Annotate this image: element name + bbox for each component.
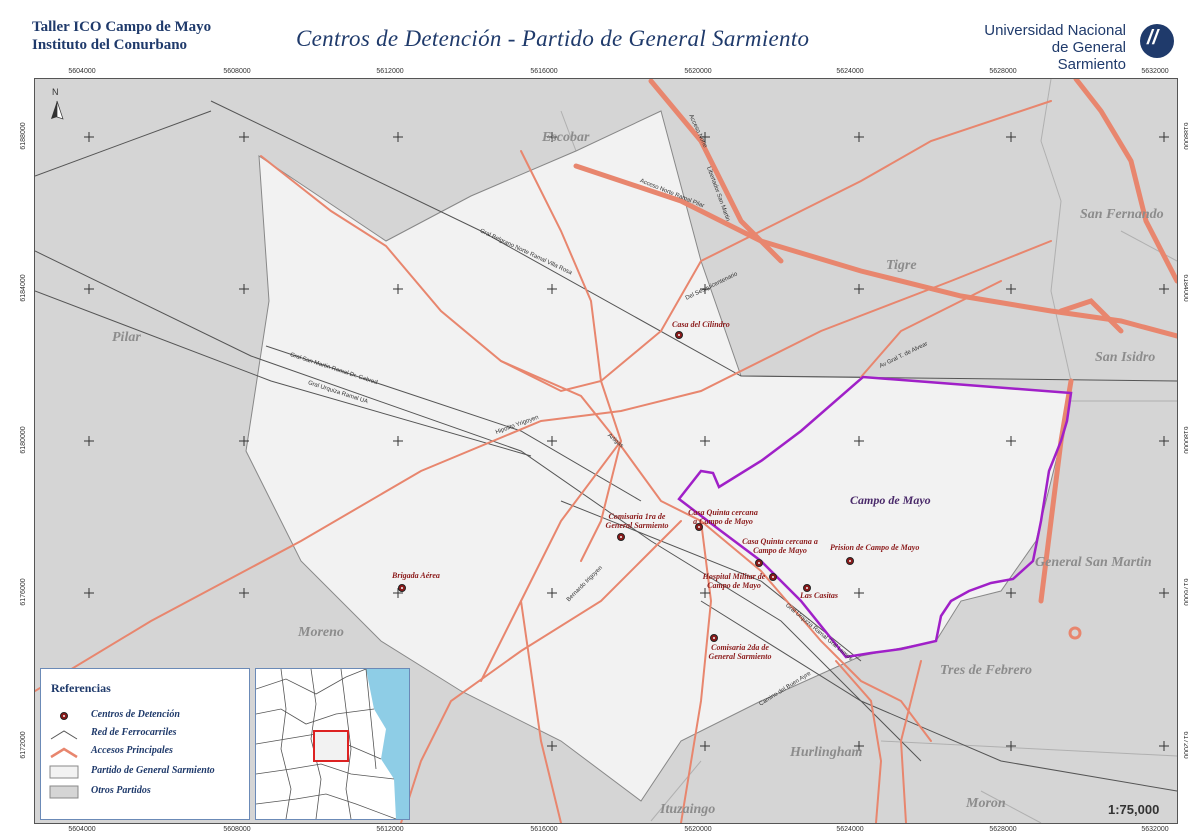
- university-logo-icon: [1140, 24, 1174, 58]
- x-tick-bottom: 5616000: [530, 826, 558, 833]
- detention-center-label: Brigada Aérea: [392, 571, 440, 580]
- legend-label: Red de Ferrocarriles: [91, 727, 177, 738]
- detention-center-label: Comisaria 1ra de General Sarmiento: [605, 512, 669, 530]
- x-tick-bottom: 5612000: [376, 826, 404, 833]
- y-tick-left: 6184000: [20, 274, 28, 302]
- x-tick-top: 5612000: [376, 68, 404, 75]
- north-label: N: [52, 87, 59, 97]
- highway-network: [573, 79, 1177, 604]
- legend-label: Accesos Principales: [91, 745, 173, 756]
- detention-center-label: Casa Quinta cercana a Campo de Mayo: [742, 537, 818, 555]
- x-tick-top: 5620000: [684, 68, 712, 75]
- x-tick-bottom: 5624000: [836, 826, 864, 833]
- detention-center-label: Las Casitas: [800, 591, 839, 600]
- y-tick-right: 6188000: [1182, 122, 1188, 150]
- x-tick-top: 5608000: [223, 68, 251, 75]
- university-name-line2: de General Sarmiento: [1051, 39, 1126, 73]
- place-tigre: Tigre: [886, 258, 917, 273]
- detention-center-label: Comisaria 2da de General Sarmiento: [708, 643, 772, 661]
- place-moron: Moron: [966, 796, 1006, 811]
- locator-inset-canvas: [256, 669, 409, 819]
- railway-icon: [50, 730, 78, 740]
- scale-ratio: 1:75,000: [1108, 802, 1160, 817]
- map-header: Taller ICO Campo de Mayo Instituto del C…: [0, 0, 1188, 73]
- map-title: Centros de Detención - Partido de Genera…: [296, 26, 810, 51]
- general-sarmiento-swatch-icon: [49, 765, 79, 779]
- place-san-fernando: San Fernando: [1080, 207, 1164, 222]
- header-workshop-name: Taller ICO Campo de Mayo: [32, 19, 212, 35]
- legend-item-roads: Accesos Principales: [49, 743, 245, 761]
- map-canvas: [35, 79, 1177, 823]
- y-tick-left: 6176000: [20, 578, 28, 606]
- railway-lines: [35, 100, 1177, 792]
- detention-center-marker-centers: [401, 334, 851, 639]
- university-name: Universidad Nacional de General Sarmient…: [982, 22, 1126, 73]
- road-network: [35, 100, 1052, 823]
- y-tick-left: 6188000: [20, 122, 28, 150]
- y-tick-right: 6176000: [1182, 578, 1188, 606]
- rio-de-la-plata-icon: [366, 669, 409, 819]
- place-campo-de-mayo: Campo de Mayo: [850, 493, 931, 507]
- other-partidos-swatch-icon: [49, 785, 79, 799]
- map-frame[interactable]: [34, 78, 1178, 824]
- legend-item-detention-centers: Centros de Detención: [49, 707, 245, 725]
- university-name-line1: Universidad Nacional: [984, 22, 1126, 39]
- header-institution: Taller ICO Campo de Mayo Instituto del C…: [32, 18, 211, 54]
- place-tres-de-febrero: Tres de Febrero: [940, 663, 1033, 678]
- legend-label: Otros Partidos: [91, 785, 151, 796]
- x-tick-top: 5616000: [530, 68, 558, 75]
- x-tick-bottom: 5604000: [68, 826, 96, 833]
- x-tick-bottom: 5608000: [223, 826, 251, 833]
- x-tick-top: 5632000: [1141, 68, 1169, 75]
- campo-de-mayo-boundary: [677, 375, 1073, 659]
- place-general-san-martin: General San Martin: [1035, 555, 1152, 570]
- detention-center-label: Hospital Militar de Campo de Mayo: [702, 572, 766, 590]
- detention-center-label: Casa del Cilindro: [672, 320, 730, 329]
- north-arrow-icon: [51, 100, 64, 120]
- locator-inset-map: [255, 668, 410, 820]
- y-tick-left: 6172000: [20, 731, 28, 759]
- general-sarmiento-polygon: [245, 110, 1070, 802]
- y-tick-left: 6180000: [20, 426, 28, 454]
- x-tick-bottom: 5620000: [684, 826, 712, 833]
- locator-frame-icon: [313, 730, 349, 762]
- place-pilar: Pilar: [112, 330, 141, 345]
- x-tick-bottom: 5632000: [1141, 826, 1169, 833]
- legend-item-other-partidos: Otros Partidos: [49, 783, 245, 801]
- place-san-isidro: San Isidro: [1095, 350, 1156, 365]
- road-icon: [50, 747, 78, 759]
- place-ituzaingo: Ituzaingo: [660, 802, 716, 817]
- detention-center-icon: [60, 712, 68, 720]
- grid-crosses: [84, 132, 1169, 751]
- legend-item-general-sarmiento: Partido de General Sarmiento: [49, 763, 245, 781]
- y-tick-right: 6184000: [1182, 274, 1188, 302]
- place-moreno: Moreno: [298, 625, 344, 640]
- highway-ring: [1068, 626, 1082, 640]
- y-tick-right: 6180000: [1182, 426, 1188, 454]
- x-tick-top: 5604000: [68, 68, 96, 75]
- detention-center-label: Casa Quinta cercana a Campo de Mayo: [688, 508, 758, 526]
- detention-center-label: Prision de Campo de Mayo: [830, 543, 920, 552]
- x-tick-top: 5624000: [836, 68, 864, 75]
- legend-title: Referencias: [51, 681, 111, 695]
- legend-label: Partido de General Sarmiento: [91, 765, 215, 776]
- map-legend: Referencias Centros de Detención Red de …: [40, 668, 250, 820]
- place-escobar: Escobar: [542, 130, 590, 145]
- x-tick-top: 5628000: [989, 68, 1017, 75]
- y-tick-right: 6172000: [1182, 731, 1188, 759]
- legend-label: Centros de Detención: [91, 709, 180, 720]
- legend-item-railways: Red de Ferrocarriles: [49, 725, 245, 743]
- place-hurlingham: Hurlingham: [790, 745, 863, 760]
- header-institute-name: Instituto del Conurbano: [32, 37, 188, 53]
- x-tick-bottom: 5628000: [989, 826, 1017, 833]
